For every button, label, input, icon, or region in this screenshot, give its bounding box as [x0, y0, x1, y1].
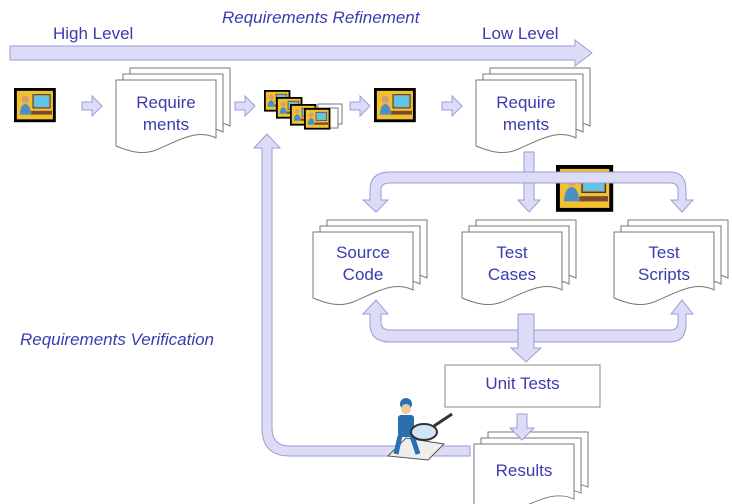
unit-to-results-arrow — [508, 413, 536, 441]
verification-loop-arrow — [252, 133, 471, 457]
doc-source-code-line2: Code — [342, 265, 384, 284]
document-stack-icon — [263, 89, 343, 130]
doc-req-low-text: Require ments — [476, 92, 576, 136]
flow-arrows-row — [81, 94, 463, 118]
doc-req-high-line2: ments — [142, 115, 190, 134]
fork-arrows-top — [361, 151, 695, 213]
high-level-label: High Level — [53, 24, 134, 43]
doc-results-line1: Results — [495, 461, 553, 480]
doc-test-cases-line1: Test — [496, 243, 528, 262]
merge-arrows-bottom — [361, 299, 695, 363]
doc-test-scripts-line2: Scripts — [638, 265, 690, 284]
doc-req-low-line1: Require — [496, 93, 556, 112]
refinement-arrow — [9, 38, 593, 68]
doc-results-text: Results — [474, 460, 574, 482]
doc-test-scripts-line1: Test — [648, 243, 680, 262]
doc-req-high-text: Require ments — [116, 92, 216, 136]
computer-user-icon — [373, 87, 417, 123]
low-level-label: Low Level — [482, 24, 559, 43]
doc-test-scripts-text: Test Scripts — [614, 242, 714, 286]
doc-test-cases-line2: Cases — [487, 265, 537, 284]
unit-tests-box — [444, 364, 601, 408]
doc-req-low-line2: ments — [502, 115, 550, 134]
computer-user-icon — [13, 87, 57, 123]
doc-source-code-line1: Source — [336, 243, 390, 262]
unit-tests-label: Unit Tests — [485, 374, 560, 393]
verification-label: Requirements Verification — [20, 330, 215, 349]
doc-source-code-text: Source Code — [313, 242, 413, 286]
doc-test-cases-text: Test Cases — [462, 242, 562, 286]
refinement-title: Requirements Refinement — [222, 8, 420, 27]
doc-req-high-line1: Require — [136, 93, 196, 112]
inspector-person-icon — [386, 398, 453, 461]
